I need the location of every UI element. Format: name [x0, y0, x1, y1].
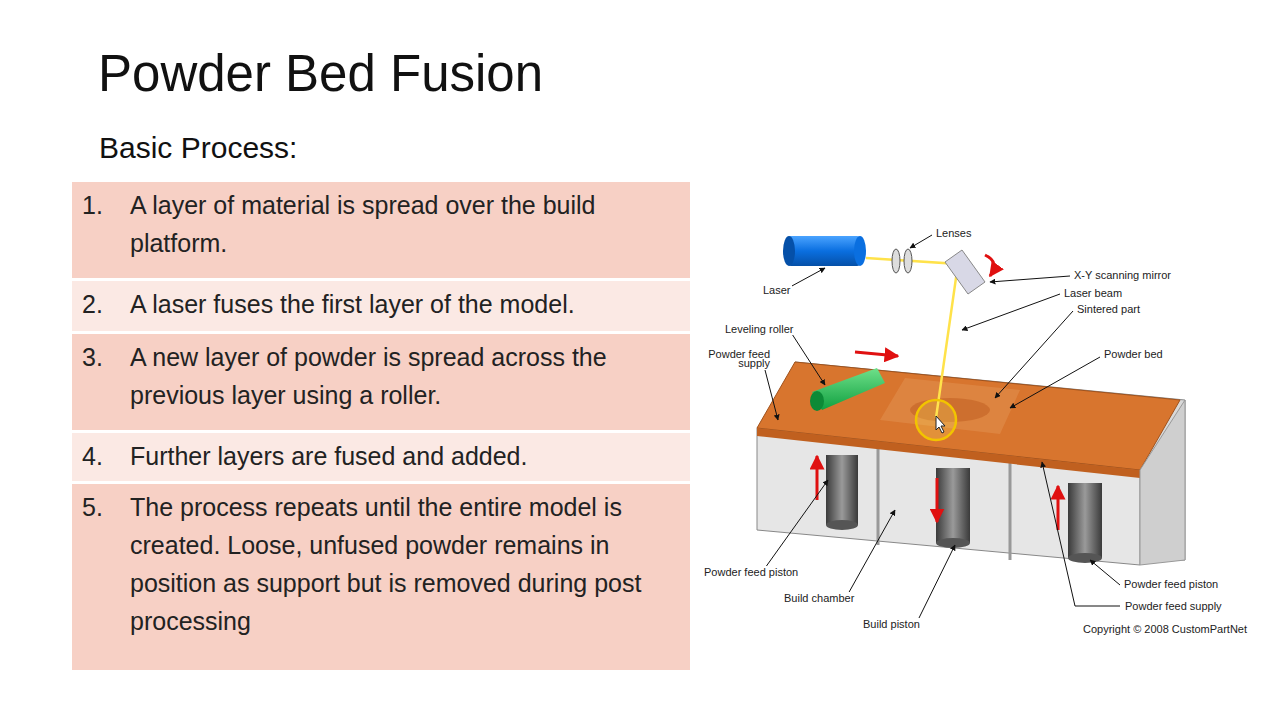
- part-label: Powder feed piston: [1123, 578, 1219, 590]
- part-label: Laser: [762, 284, 792, 296]
- copyright-note: Copyright © 2008 CustomPartNet: [1082, 623, 1248, 635]
- step-number: 1.: [82, 186, 103, 224]
- step-text: Further layers are fused and added.: [130, 437, 682, 475]
- part-label: Powder feed supply: [700, 350, 770, 368]
- part-label: Powder feed piston: [703, 566, 799, 578]
- step-text: The process repeats until the entire mod…: [130, 488, 682, 640]
- process-step: 3. A new layer of powder is spread across…: [72, 334, 690, 430]
- step-number: 2.: [82, 285, 103, 323]
- step-number: 4.: [82, 437, 103, 475]
- section-heading: Basic Process:: [98, 130, 298, 166]
- part-label: Powder bed: [1103, 348, 1164, 360]
- part-label: Powder feed supply: [1124, 600, 1223, 612]
- part-label: X-Y scanning mirror: [1073, 269, 1172, 281]
- part-label: Leveling roller: [724, 323, 794, 335]
- part-label: Sintered part: [1076, 303, 1141, 315]
- process-step: 1. A layer of material is spread over the…: [72, 182, 690, 278]
- process-step: 2. A laser fuses the first layer of the m…: [72, 281, 690, 331]
- part-label: Build piston: [862, 618, 921, 630]
- step-number: 3.: [82, 338, 103, 376]
- process-step: 4. Further layers are fused and added.: [72, 433, 690, 481]
- step-text: A new layer of powder is spread across t…: [130, 338, 682, 414]
- step-text: A laser fuses the first layer of the mod…: [130, 285, 682, 323]
- process-step: 5. The process repeats until the entire m…: [72, 484, 690, 670]
- step-text: A layer of material is spread over the b…: [130, 186, 682, 262]
- part-label: Laser beam: [1063, 287, 1123, 299]
- part-label: Build chamber: [783, 592, 855, 604]
- step-number: 5.: [82, 488, 103, 526]
- slide-title: Powder Bed Fusion: [98, 44, 543, 104]
- part-label: Lenses: [935, 227, 972, 239]
